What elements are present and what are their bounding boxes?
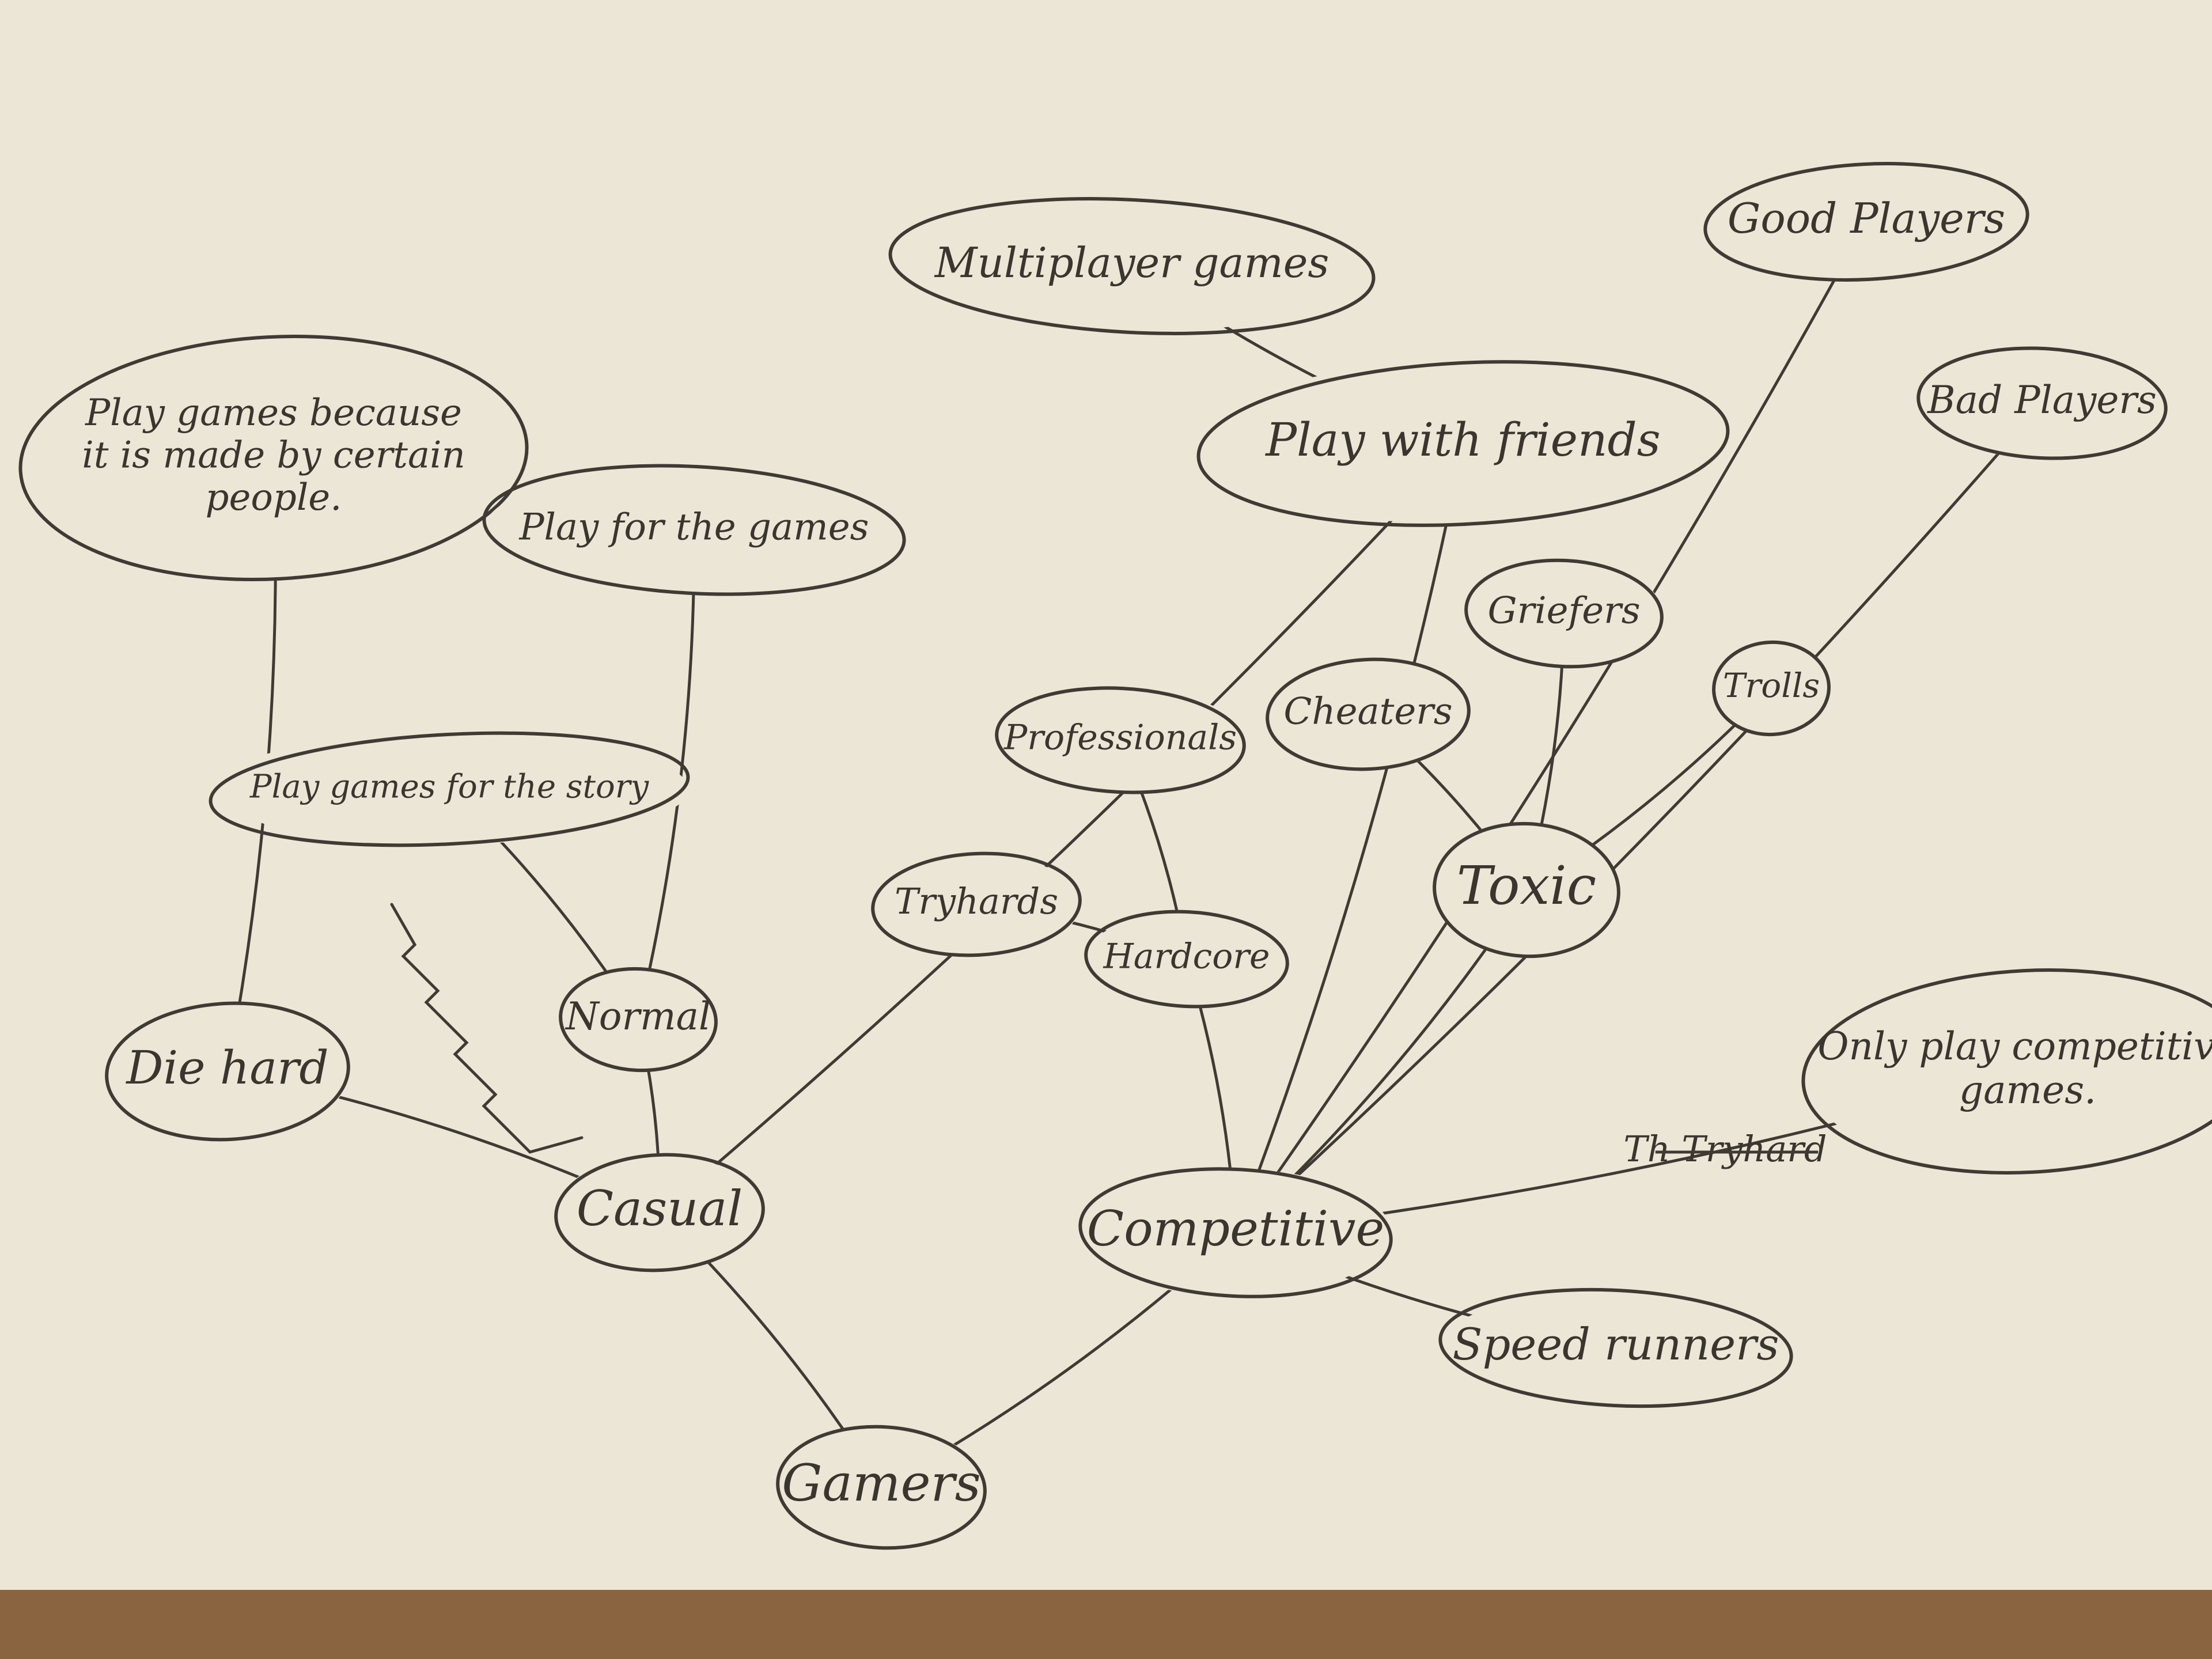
node-hardcore-fill (1086, 912, 1287, 1006)
node-professionals: Professionals (995, 686, 1246, 794)
node-for_games-label: Play for the games (518, 506, 869, 549)
node-for_games-fill (484, 467, 904, 593)
node-competitive-outline (1078, 1167, 1393, 1298)
node-friends-fill (1198, 363, 1728, 524)
node-competitive-fill (1080, 1169, 1391, 1296)
node-multiplayer-fill (890, 200, 1374, 332)
node-only_competitive-label: Only play competitive (1817, 1024, 2212, 1069)
node-hardcore-outline (1084, 910, 1289, 1009)
node-speedrunners: Speed runners (1438, 1287, 1793, 1408)
node-professionals-label: Professionals (1003, 718, 1237, 758)
node-gamers: Gamers (776, 1425, 987, 1550)
node-trolls: Trolls (1712, 640, 1831, 737)
node-multiplayer-label: Multiplayer games (934, 238, 1330, 287)
node-normal-label: Normal (565, 994, 711, 1039)
node-bad_players-fill (1918, 349, 2166, 458)
node-casual-fill (556, 1155, 763, 1270)
node-cheaters-label: Cheaters (1283, 691, 1452, 733)
node-competitive: Competitive (1078, 1167, 1393, 1298)
node-tryhards-outline (871, 851, 1082, 957)
node-tryhards-label: Tryhards (895, 880, 1058, 922)
node-gamers-label: Gamers (782, 1453, 981, 1513)
node-toxic: Toxic (1433, 821, 1620, 959)
node-friends-label: Play with friends (1264, 413, 1660, 467)
edge-competitive-friends (1234, 442, 1465, 1234)
node-certain_people-label: Play games because (85, 392, 462, 434)
node-only_competitive-label: games. (1959, 1068, 2096, 1112)
node-toxic-fill (1434, 824, 1619, 956)
node-friends-outline (1196, 360, 1730, 527)
node-multiplayer: Multiplayer games (888, 197, 1376, 335)
edge-casual-friends (658, 442, 1465, 1214)
node-normal-outline (559, 967, 718, 1073)
node-griefers-label: Griefers (1487, 590, 1640, 632)
node-diehard-label: Die hard (125, 1041, 328, 1094)
node-only_competitive-outline (1801, 968, 2212, 1175)
node-cheaters-fill (1267, 660, 1469, 769)
node-trolls-label: Trolls (1723, 666, 1820, 705)
node-gamers-outline (776, 1425, 987, 1550)
node-certain_people-fill (20, 337, 527, 579)
node-good_players: Good Players (1703, 162, 2029, 282)
node-toxic-label: Toxic (1457, 855, 1596, 916)
scribble-mark (390, 903, 584, 1154)
node-certain_people-outline (18, 335, 529, 581)
node-diehard: Die hard (105, 1001, 350, 1142)
node-speedrunners-fill (1440, 1290, 1791, 1406)
node-for_games-outline (482, 464, 906, 596)
node-for_games: Play for the games (482, 464, 906, 596)
node-cheaters-outline (1266, 657, 1471, 771)
node-normal-fill (560, 969, 716, 1070)
node-certain_people-label: people. (205, 476, 342, 519)
node-professionals-fill (997, 688, 1244, 792)
node-friends: Play with friends (1196, 360, 1730, 527)
node-diehard-outline (105, 1001, 350, 1142)
node-speedrunners-label: Speed runners (1453, 1319, 1779, 1370)
node-bad_players-outline (1916, 346, 2168, 460)
node-tryhards-fill (873, 854, 1080, 955)
node-good_players-outline (1703, 162, 2029, 282)
node-bad_players: Bad Players (1916, 346, 2168, 460)
node-story-outline (209, 731, 690, 847)
node-only_competitive-fill (1803, 971, 2212, 1172)
node-casual-label: Casual (577, 1180, 743, 1237)
node-professionals-outline (995, 686, 1246, 794)
edge-competitive-good_players (1234, 220, 1868, 1234)
node-diehard-fill (107, 1003, 349, 1139)
node-griefers: Griefers (1464, 558, 1664, 669)
node-trolls-outline (1712, 640, 1831, 737)
node-bad_players-label: Bad Players (1927, 378, 2157, 422)
node-trolls-fill (1714, 642, 1829, 734)
node-story-label: Play games for the story (249, 768, 650, 806)
node-gamers-fill (778, 1427, 985, 1548)
node-good_players-fill (1705, 164, 2028, 279)
node-griefers-outline (1464, 558, 1664, 669)
node-hardcore-label: Hardcore (1103, 937, 1270, 977)
node-casual: Casual (554, 1153, 765, 1272)
node-multiplayer-outline (888, 197, 1376, 335)
node-story: Play games for the story (209, 731, 690, 847)
edge-competitive-bad_players (1234, 402, 2044, 1234)
node-normal: Normal (559, 967, 718, 1073)
note-crossed_tryhard: Th Tryhard (1623, 1128, 1827, 1170)
node-competitive-label: Competitive (1087, 1200, 1384, 1257)
node-certain_people-label: it is made by certain (82, 434, 465, 477)
node-casual-outline (554, 1153, 765, 1272)
concept-nodes: Gamers Casual Competitive Die hard Normal Pla… (18, 162, 2212, 1550)
node-toxic-outline (1433, 821, 1620, 959)
side-notes: Th Tryhard (390, 903, 1827, 1170)
node-speedrunners-outline (1438, 1287, 1793, 1408)
node-hardcore: Hardcore (1084, 910, 1289, 1009)
node-griefers-fill (1466, 560, 1662, 666)
node-story-fill (210, 734, 688, 844)
node-cheaters: Cheaters (1266, 657, 1471, 771)
table-edge (0, 1590, 2212, 1659)
node-tryhards: Tryhards (871, 851, 1082, 957)
node-good_players-label: Good Players (1728, 194, 2005, 243)
